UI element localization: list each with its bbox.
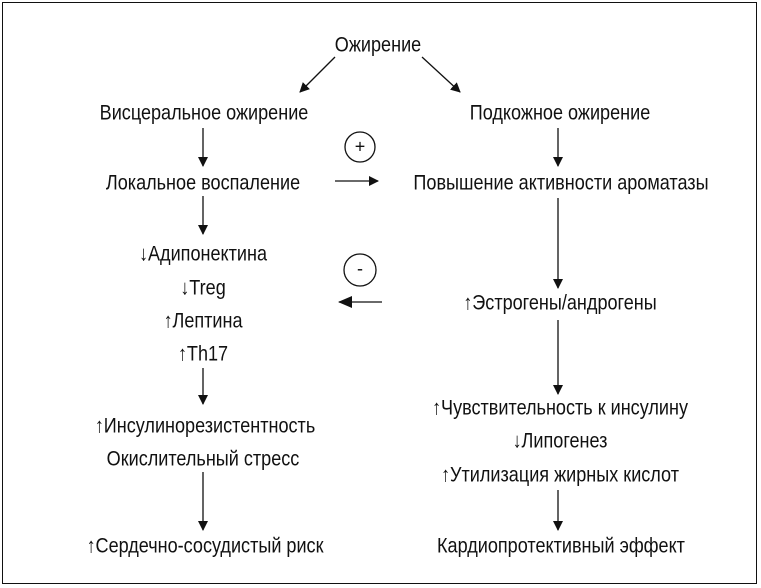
node-lipogenesis: ↓Липогенез xyxy=(513,431,608,452)
node-cardiovascular-risk: ↑Сердечно-сосудистый риск xyxy=(87,536,324,557)
label: Утилизация жирных кислот xyxy=(450,463,679,487)
node-leptin: ↑Лептина xyxy=(163,311,242,332)
down-arrow-icon: ↓ xyxy=(512,429,522,453)
label: Липогенез xyxy=(521,429,608,453)
minus-circle xyxy=(343,253,377,287)
down-arrow-icon: ↓ xyxy=(180,276,190,300)
node-inflammation: Локальное воспаление xyxy=(105,171,301,195)
label: Сердечно-сосудистый риск xyxy=(95,534,324,558)
node-cardioprotective: Кардиопротективный эффект xyxy=(437,534,685,558)
node-obesity: Ожирение xyxy=(334,33,422,57)
arrow-to-subcutaneous xyxy=(421,56,461,93)
node-oxidative-stress: Окислительный стресс xyxy=(106,447,300,471)
arrow-to-visceral xyxy=(299,56,336,93)
node-visceral: Висцеральное ожирение xyxy=(99,101,309,125)
up-arrow-icon: ↑ xyxy=(177,342,187,366)
node-adiponectin: ↓Адипонектина xyxy=(139,244,267,265)
label: Treg xyxy=(189,276,226,300)
node-insulin-resistance: ↑Инсулинорезистентность xyxy=(95,416,315,437)
label: Адипонектина xyxy=(148,242,268,266)
minus-sign: - xyxy=(357,258,363,279)
label: Эстрогены/андрогены xyxy=(472,291,657,315)
node-hormones: ↑Эстрогены/андрогены xyxy=(463,293,656,314)
node-treg: ↓Treg xyxy=(180,278,225,299)
up-arrow-icon: ↑ xyxy=(432,396,442,420)
down-arrow-icon: ↓ xyxy=(138,242,149,266)
node-th17: ↑Th17 xyxy=(178,344,228,365)
label: Th17 xyxy=(186,342,229,366)
node-subcutaneous: Подкожное ожирение xyxy=(469,101,651,125)
node-aromatase: Повышение активности ароматазы xyxy=(413,171,709,195)
up-arrow-icon: ↑ xyxy=(86,534,96,558)
plus-circle xyxy=(344,131,376,163)
label: Лептина xyxy=(172,309,243,333)
up-arrow-icon: ↑ xyxy=(463,291,473,315)
up-arrow-icon: ↑ xyxy=(163,309,173,333)
label: Чувствительность к инсулину xyxy=(441,396,688,420)
up-arrow-icon: ↑ xyxy=(441,463,451,487)
label: Инсулинорезистентность xyxy=(103,414,316,438)
plus-sign: + xyxy=(354,136,366,157)
node-fatty-acid-utilization: ↑Утилизация жирных кислот xyxy=(441,465,679,486)
up-arrow-icon: ↑ xyxy=(94,414,104,438)
node-insulin-sensitivity: ↑Чувствительность к инсулину xyxy=(432,398,688,419)
